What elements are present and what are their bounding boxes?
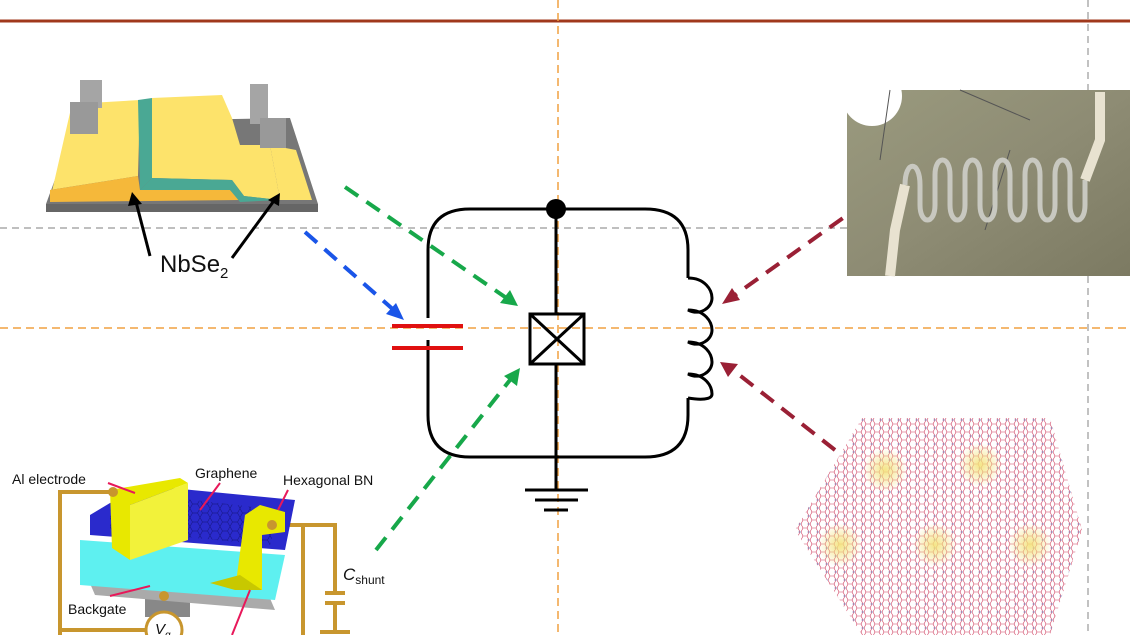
nbse2-device-illustration [46, 80, 318, 259]
cshunt-label: Cshunt [343, 565, 385, 587]
hexagonal-bn-label: Hexagonal BN [283, 472, 373, 488]
nbse2-label: NbSe2 [160, 251, 228, 282]
al-electrode-label: Al electrode [12, 471, 86, 487]
josephson-junction-icon [528, 312, 586, 366]
contact-pad [80, 80, 102, 108]
capacitor-icon [392, 324, 463, 350]
arrow-blue [303, 230, 398, 314]
arrow-green-bottom [374, 378, 512, 552]
voltmeter-icon [144, 610, 184, 635]
arrow-green-top [343, 185, 507, 299]
inductor-icon [687, 276, 714, 401]
graphene-device-illustration [58, 478, 350, 635]
arrow-maroon-bottom [731, 368, 837, 452]
vg-label: Vg [155, 621, 171, 635]
backgate-label: Backgate [68, 601, 127, 617]
graphene-label: Graphene [195, 465, 257, 481]
moire-lattice-illustration [795, 418, 1082, 635]
resonator-micrograph [842, 66, 1130, 277]
circuit-node [546, 199, 566, 219]
circuit [426, 207, 714, 512]
